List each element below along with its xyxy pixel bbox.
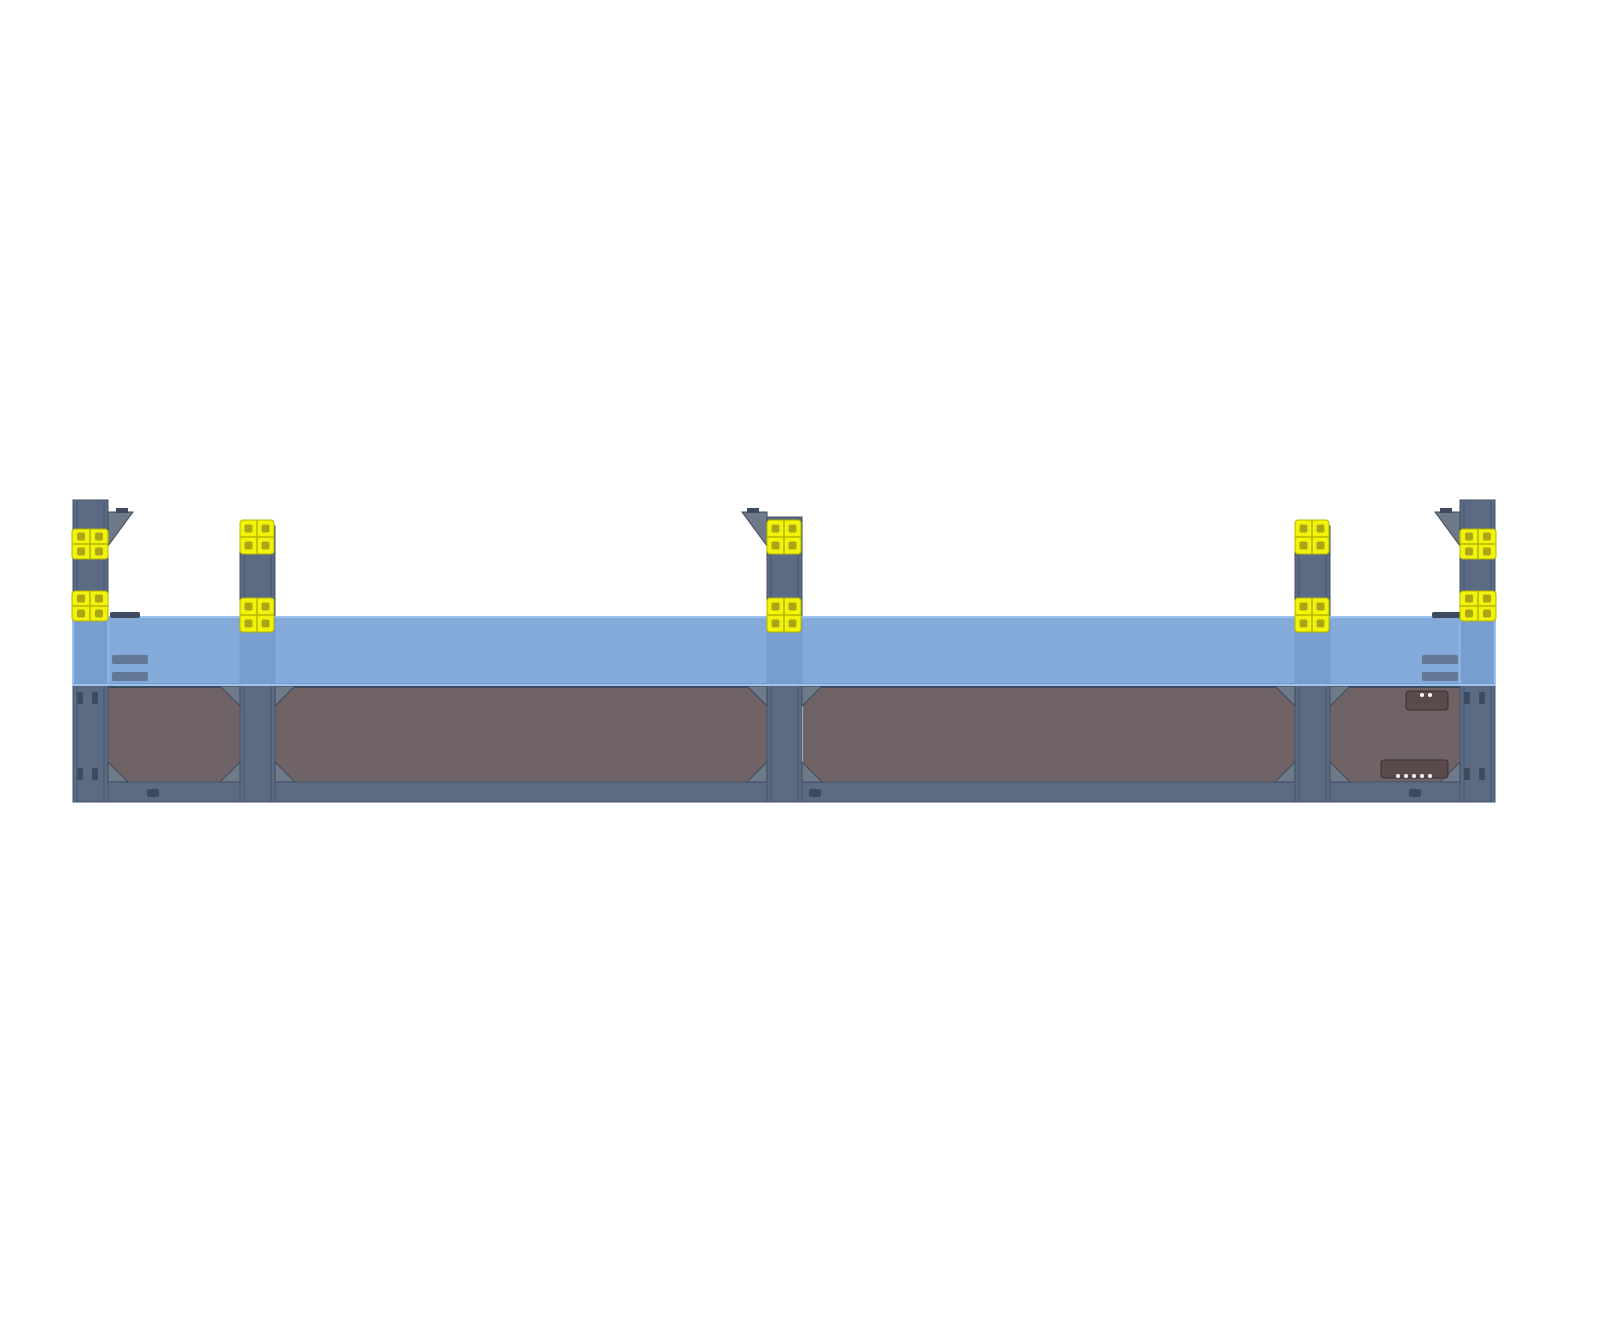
clamp [1294,519,1330,555]
clamp [239,519,275,555]
hinge-plate [1422,672,1458,681]
clamp-screw [771,602,780,611]
clamp-screw [1465,609,1473,618]
corner-gusset [1329,760,1352,783]
clamp-screw [244,541,253,550]
clamp-screw [1483,547,1491,556]
clamp [1294,597,1330,633]
fastener [1464,768,1470,780]
clamp-screw [771,524,780,533]
connector-pin [1428,774,1432,778]
clamp-screw [1299,524,1308,533]
clamp-screw [788,619,797,628]
clamp [1459,528,1497,560]
clamp-screw [1316,619,1325,628]
top-bracket [107,511,134,548]
corner-gusset [1273,760,1296,783]
hinge-plate [112,655,148,664]
fastener [1479,692,1485,704]
fastener [1464,692,1470,704]
clamp-screw [771,541,780,550]
corner-gusset [218,760,241,783]
clamp [1459,590,1497,622]
clamp-screw [77,547,85,556]
clamp-screw [1465,532,1473,541]
clamp-screw [95,594,103,603]
foot-bolt [809,789,821,797]
clamp-screw [244,619,253,628]
clamp-screw [1316,541,1325,550]
clamp-screw [77,594,85,603]
infill-panel [108,686,240,782]
clamp-screw [1316,602,1325,611]
infill-panel [275,686,768,782]
connector-pin [1420,774,1424,778]
clamp-screw [1299,602,1308,611]
clamp-screw [1465,594,1473,603]
top-bracket [1434,511,1461,548]
clamp-screw [1299,619,1308,628]
hinge-plate [112,672,148,681]
corner-gusset [745,760,768,783]
clamp-screw [244,524,253,533]
clamp-screw [1316,524,1325,533]
clamp-screw [261,619,270,628]
cover-latch [110,612,140,618]
clamp-screw [1483,594,1491,603]
clamp-screw [77,532,85,541]
fastener [92,692,98,704]
connector-pin [1412,774,1416,778]
connector-pin [1396,774,1400,778]
clamp-screw [95,547,103,556]
corner-gusset [274,760,297,783]
bracket-nut [1440,508,1452,513]
fastener [92,768,98,780]
connector-pin [1428,693,1432,697]
clamp [239,597,275,633]
fastener [77,768,83,780]
clamp-screw [77,609,85,618]
clamp-screw [1483,609,1491,618]
clamp-screw [95,532,103,541]
clamp [766,597,802,633]
fastener [1479,768,1485,780]
clamp-screw [1465,547,1473,556]
connector-top [1405,690,1449,711]
clamp-screw [788,524,797,533]
corner-gusset [107,760,130,783]
clamp-assemblies [71,519,1497,633]
clamp-screw [1483,532,1491,541]
clamp-screw [1299,541,1308,550]
clamp-screw [788,541,797,550]
fastener [77,692,83,704]
hinge-plate [1422,655,1458,664]
clamp-screw [261,541,270,550]
clamp [766,519,802,555]
clamp-screw [244,602,253,611]
clamp-screw [95,609,103,618]
clamp-screw [261,524,270,533]
connectors [1380,690,1449,779]
bracket-nut [747,508,759,513]
connector-pin [1404,774,1408,778]
clamp [71,590,109,622]
infill-panel [803,686,1296,782]
bracket-nut [116,508,128,513]
top-bracket [741,511,768,548]
clamp-screw [261,602,270,611]
foot-bolt [1409,789,1421,797]
cover-latch [1432,612,1462,618]
clamp-screw [771,619,780,628]
clamp-screw [788,602,797,611]
foot-bolt [147,789,159,797]
connector-pin [1420,693,1424,697]
corner-gusset [801,760,824,783]
corner-gussets [107,508,1461,783]
clamp [71,528,109,560]
connector-bottom [1380,759,1449,779]
